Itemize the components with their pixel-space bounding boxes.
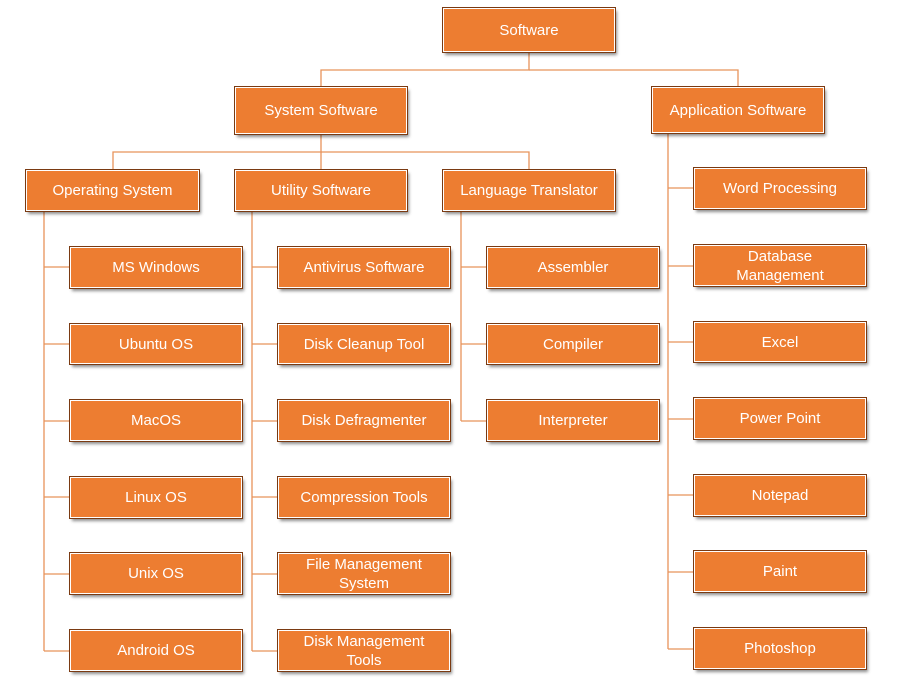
node-application-software: Application Software	[652, 87, 824, 133]
node-os-item: Ubuntu OS	[70, 324, 242, 364]
node-translator-item: Interpreter	[487, 400, 659, 441]
node-translator-item: Compiler	[487, 324, 659, 364]
node-utility-item: Disk Defragmenter	[278, 400, 450, 441]
node-language-translator: Language Translator	[443, 170, 615, 211]
connector-system-os	[112, 134, 322, 170]
node-os-item: Unix OS	[70, 553, 242, 594]
node-utility-item: Disk Cleanup Tool	[278, 324, 450, 364]
connector-root-system	[320, 52, 530, 87]
node-utility-software: Utility Software	[235, 170, 407, 211]
connector-root-application	[529, 69, 739, 87]
node-utility-item: Disk Management Tools	[278, 630, 450, 671]
node-os-item: Android OS	[70, 630, 242, 671]
connector-system-translator	[321, 151, 530, 170]
node-utility-item: Antivirus Software	[278, 247, 450, 288]
node-application-item: Photoshop	[694, 628, 866, 669]
node-application-item: Paint	[694, 551, 866, 592]
node-operating-system: Operating System	[26, 170, 199, 211]
node-application-item: Power Point	[694, 398, 866, 439]
node-os-item: MS Windows	[70, 247, 242, 288]
node-application-item: Excel	[694, 322, 866, 362]
node-utility-item: File Management System	[278, 553, 450, 594]
node-application-item: Notepad	[694, 475, 866, 516]
node-software: Software	[443, 8, 615, 52]
node-os-item: Linux OS	[70, 477, 242, 518]
node-application-item: Word Processing	[694, 168, 866, 209]
node-utility-item: Compression Tools	[278, 477, 450, 518]
node-os-item: MacOS	[70, 400, 242, 441]
node-translator-item: Assembler	[487, 247, 659, 288]
node-application-item: Database Management	[694, 245, 866, 286]
node-system-software: System Software	[235, 87, 407, 134]
